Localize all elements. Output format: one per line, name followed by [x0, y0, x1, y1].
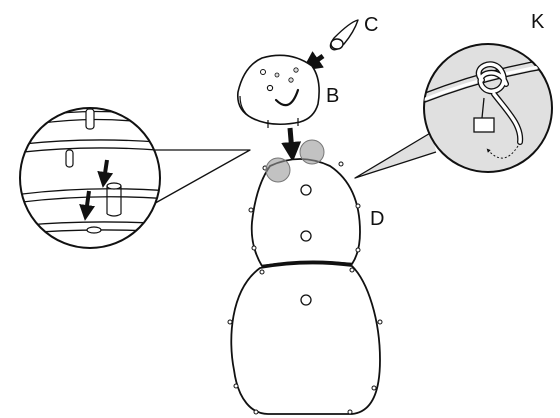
left-detail-callout [19, 107, 251, 249]
contact-spot-left [265, 157, 291, 183]
snowman-body [227, 139, 383, 415]
button-3 [300, 294, 312, 306]
left-callout-pointer [148, 149, 251, 207]
button-1 [300, 184, 312, 196]
contact-spot-right [299, 139, 325, 165]
lower-ball [230, 262, 381, 415]
carrot-nose [301, 19, 359, 71]
left-callout-circle [19, 107, 161, 249]
smile [274, 88, 300, 107]
right-callout-pointer [354, 131, 437, 179]
label-d: D [370, 208, 385, 230]
right-detail-callout [354, 43, 553, 179]
head-arrow [281, 127, 302, 162]
label-c: C [364, 14, 379, 36]
button-2 [300, 230, 312, 242]
label-k: K [531, 11, 545, 33]
snowman-head [236, 54, 320, 162]
label-b: B [326, 85, 340, 107]
nose-arrow [301, 51, 325, 71]
